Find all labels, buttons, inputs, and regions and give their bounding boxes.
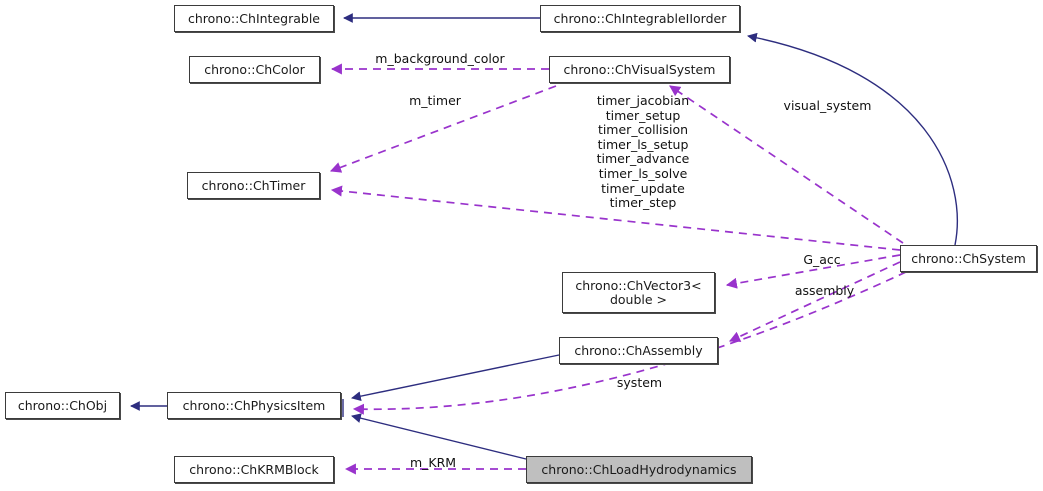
node-chvector3-double[interactable]: chrono::ChVector3< double > [562,272,715,313]
edge-inherit-chphysicsitem-load [351,413,527,460]
edge-inherit-chphysicsitem-assembly [351,354,560,402]
edge-usage-assembly [728,261,901,342]
node-chobj[interactable]: chrono::ChObj [5,392,120,419]
edge-label-m-timer: m_timer [409,93,461,108]
edge-label-m-krm: m_KRM [409,455,457,470]
edge-label-g-acc: G_acc [803,252,841,267]
node-chcolor[interactable]: chrono::ChColor [189,56,320,83]
edge-label-m-background-color: m_background_color [375,51,505,66]
node-chloadhydrodynamics[interactable]: chrono::ChLoadHydrodynamics [526,456,752,483]
node-chkrmblock[interactable]: chrono::ChKRMBlock [174,456,334,483]
edge-inherit-chintegrableiiorder [747,32,958,246]
node-chphysicsitem[interactable]: chrono::ChPhysicsItem [167,392,341,419]
edge-label-system: system [616,375,663,390]
edge-label-timer-fields: timer_jacobian timer_setup timer_collisi… [596,93,690,211]
edge-label-visual-system: visual_system [783,98,872,113]
node-chassembly[interactable]: chrono::ChAssembly [559,337,718,364]
node-chintegrable[interactable]: chrono::ChIntegrable [174,5,334,32]
node-chtimer[interactable]: chrono::ChTimer [187,172,320,199]
edge-label-assembly: assembly [794,283,855,298]
node-chsystem[interactable]: chrono::ChSystem [900,245,1037,272]
node-chvisualsystem[interactable]: chrono::ChVisualSystem [549,56,730,83]
node-chintegrableiiorder[interactable]: chrono::ChIntegrableIIorder [540,5,740,32]
